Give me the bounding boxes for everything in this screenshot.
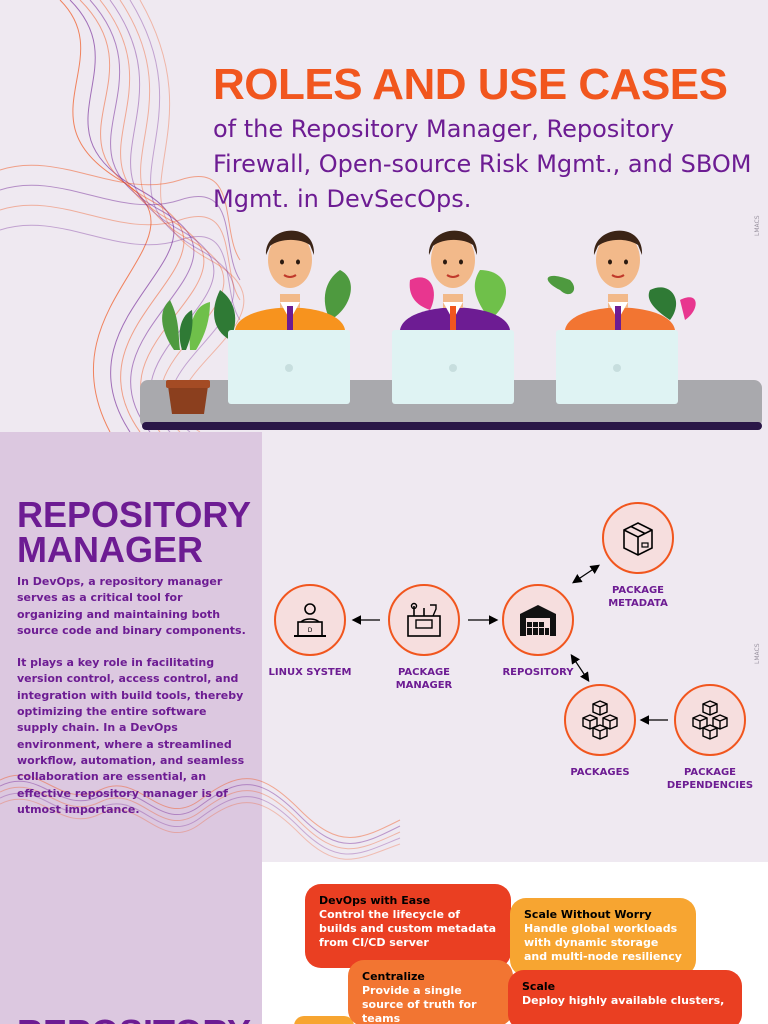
hero-section: ROLES AND USE CASES of the Repository Ma… xyxy=(0,0,768,432)
label-dependencies-line-1: PACKAGE xyxy=(683,767,737,778)
plant-icon xyxy=(162,300,210,414)
section-title-line-2: MANAGER xyxy=(17,529,203,570)
node-packages xyxy=(564,684,636,756)
node-repository xyxy=(502,584,574,656)
label-metadata-line-1: PACKAGE xyxy=(611,585,665,596)
feature-title: Scale xyxy=(522,980,556,993)
feature-description: Control the lifecycle of builds and cust… xyxy=(319,908,497,949)
description-paragraph-1: In DevOps, a repository manager serves a… xyxy=(17,575,246,637)
left-panel xyxy=(0,432,262,1024)
section-title: REPOSITORY MANAGER xyxy=(17,494,252,570)
label-package-dependencies: PACKAGE DEPENDENCIES xyxy=(650,766,768,792)
feature-card-centralize: Centralize Provide a single source of tr… xyxy=(348,960,513,1024)
watermark-2: LMACS xyxy=(754,643,761,664)
label-metadata-line-2: METADATA xyxy=(608,598,668,609)
stacked-boxes-icon xyxy=(692,700,728,740)
diagram-arrows xyxy=(351,564,668,725)
package-box-icon xyxy=(623,522,653,556)
person-3-icon xyxy=(565,230,675,340)
page-subtitle: of the Repository Manager, Repository Fi… xyxy=(213,115,752,213)
svg-text:D: D xyxy=(308,627,313,634)
feature-title: DevOps with Ease xyxy=(319,894,431,907)
node-package-dependencies xyxy=(674,684,746,756)
page-title: ROLES AND USE CASES xyxy=(213,60,728,109)
label-package-manager-line-2: MANAGER xyxy=(395,680,453,691)
section-title-line-1: REPOSITORY xyxy=(17,494,252,535)
section-description: In DevOps, a repository manager serves a… xyxy=(17,574,249,834)
arrow-packages xyxy=(570,654,590,682)
feature-card-devops: DevOps with Ease Control the lifecycle o… xyxy=(305,884,511,968)
label-package-metadata: PACKAGE METADATA xyxy=(578,584,698,610)
toolbox-icon xyxy=(407,602,441,637)
stacked-boxes-icon xyxy=(582,700,618,740)
person-2-icon xyxy=(400,230,510,340)
feature-description: Handle global workloads with dynamic sto… xyxy=(524,922,682,963)
label-package-manager: PACKAGE MANAGER xyxy=(364,666,484,692)
description-paragraph-2: It plays a key role in facilitating vers… xyxy=(17,656,245,816)
decorative-waves xyxy=(0,0,245,432)
repository-flow-diagram: D LINUX SYSTEM PACKAGE MANAGER REPOSITOR… xyxy=(262,432,768,862)
team-illustration xyxy=(140,230,762,430)
feature-card-scale-without-worry: Scale Without Worry Handle global worklo… xyxy=(510,898,696,976)
node-linux-system: D xyxy=(274,584,346,656)
feature-title: Centralize xyxy=(362,970,425,983)
warehouse-icon xyxy=(520,605,556,636)
node-package-manager xyxy=(388,584,460,656)
feature-card-partial xyxy=(294,1016,354,1024)
label-packages: PACKAGES xyxy=(570,767,630,778)
label-dependencies-line-2: DEPENDENCIES xyxy=(666,780,754,791)
node-package-metadata xyxy=(602,502,674,574)
label-package-manager-line-1: PACKAGE xyxy=(397,667,451,678)
arrow-metadata xyxy=(572,564,600,584)
label-linux-system: LINUX SYSTEM xyxy=(268,667,352,678)
person-at-laptop-icon: D xyxy=(294,603,326,637)
feature-card-scale: Scale Deploy highly available clusters, xyxy=(508,970,742,1024)
feature-title: Scale Without Worry xyxy=(524,908,652,921)
label-repository: REPOSITORY xyxy=(502,667,574,678)
feature-description: Deploy highly available clusters, xyxy=(522,994,725,1007)
next-section-title: REPOSITORY xyxy=(17,1012,251,1024)
decorative-waves-bottom xyxy=(0,774,401,860)
feature-description: Provide a single source of truth for tea… xyxy=(362,984,477,1024)
